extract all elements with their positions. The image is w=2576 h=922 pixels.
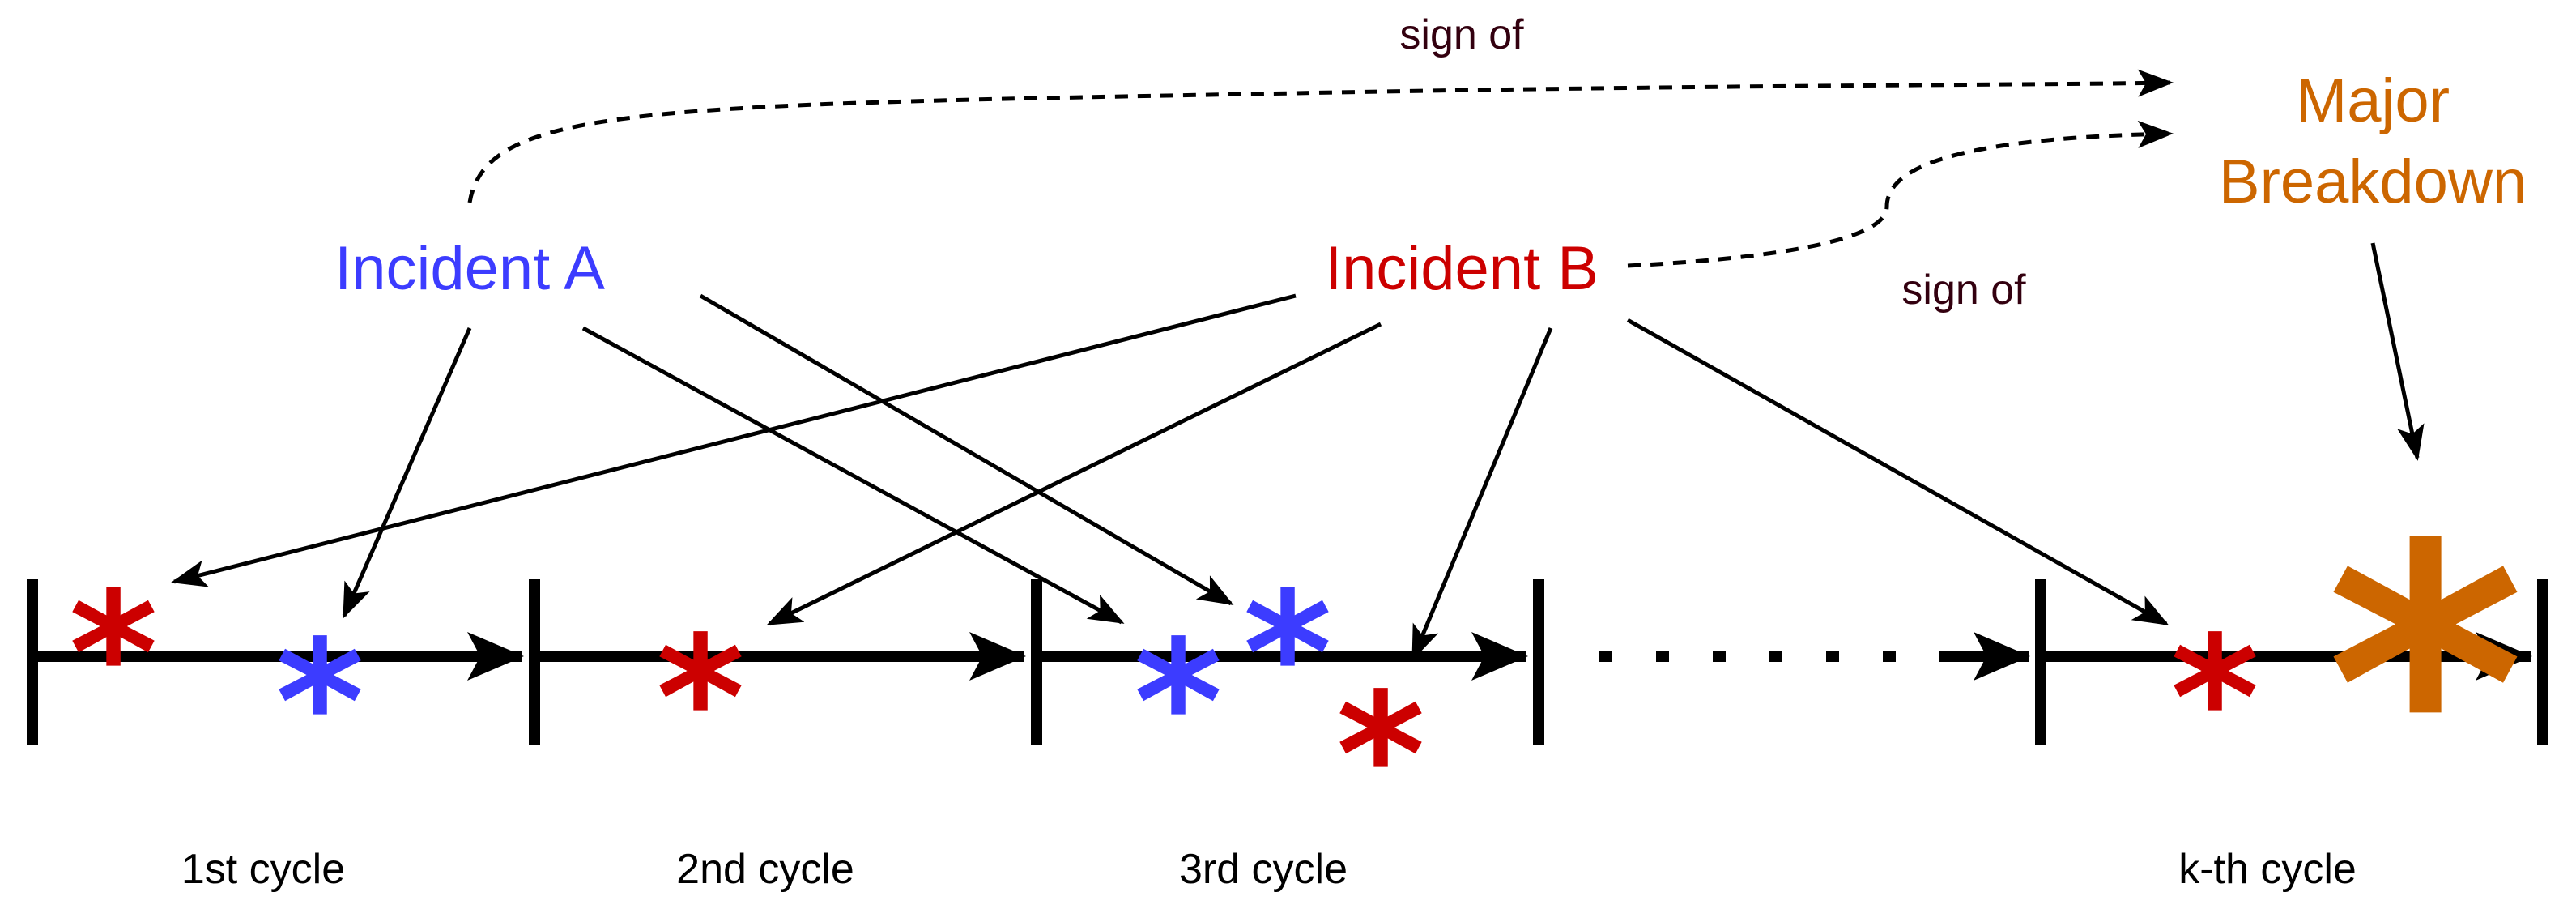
curve-a-to-major bbox=[467, 69, 2174, 203]
arrow-major-to-cyclek bbox=[2370, 242, 2425, 461]
incident-a-marker-cycle3a: * bbox=[1134, 604, 1223, 802]
pointer-arrows bbox=[171, 242, 2425, 661]
arrow-a-to-cycle1 bbox=[342, 327, 472, 619]
incident-a-label: Incident A bbox=[334, 234, 605, 303]
timeline bbox=[27, 579, 2548, 745]
major-breakdown-label-line1: Major bbox=[2296, 66, 2450, 135]
sign-of-label-bottom: sign of bbox=[1901, 267, 2026, 314]
sign-of-label-top: sign of bbox=[1399, 11, 1524, 58]
cycle-label-k: k-th cycle bbox=[2178, 846, 2357, 893]
arrow-b-to-cyclek bbox=[1626, 318, 2169, 626]
incident-markers: * * * * * * * * bbox=[69, 465, 2525, 908]
arrow-a-to-cycle3b bbox=[699, 293, 1234, 606]
major-breakdown-label-line2: Breakdown bbox=[2219, 147, 2527, 216]
cycle-label-3: 3rd cycle bbox=[1179, 846, 1348, 893]
arrow-b-to-cycle3 bbox=[1411, 327, 1553, 661]
arrow-b-to-cycle2 bbox=[766, 322, 1382, 626]
curve-b-to-major bbox=[1627, 120, 2174, 268]
incident-a-marker-cycle3b: * bbox=[1243, 555, 1332, 753]
major-breakdown-marker: * bbox=[2326, 465, 2525, 908]
incident-b-marker-cycle2: * bbox=[656, 600, 745, 798]
sign-of-curves bbox=[467, 69, 2174, 268]
arrow-a-to-cycle3a bbox=[581, 326, 1125, 625]
incident-a-marker-cycle1: * bbox=[275, 604, 364, 802]
incident-b-marker-cycle3: * bbox=[1336, 656, 1425, 855]
incident-b-marker-cycle1: * bbox=[69, 555, 158, 753]
incident-b-label: Incident B bbox=[1325, 234, 1599, 303]
cycle-label-1: 1st cycle bbox=[181, 846, 345, 893]
incident-b-marker-cyclek: * bbox=[2170, 600, 2259, 798]
arrow-b-to-cycle1 bbox=[171, 293, 1297, 587]
cycle-label-2: 2nd cycle bbox=[676, 846, 854, 893]
